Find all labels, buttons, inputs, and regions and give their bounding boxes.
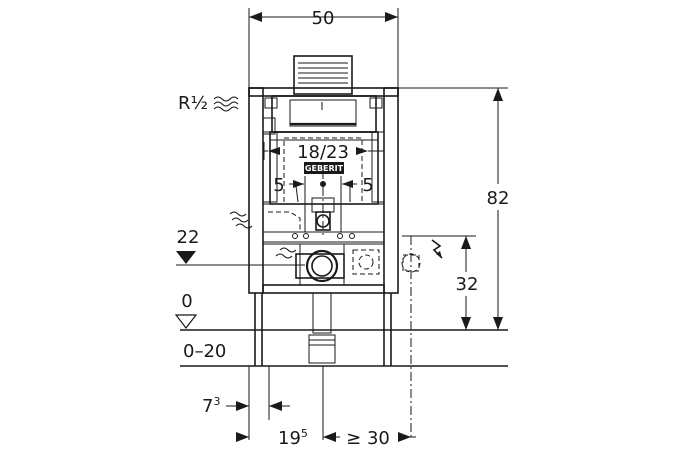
water-connection: R½ (178, 93, 239, 114)
drain-connection (295, 243, 380, 364)
axis-offset-sup: 5 (301, 427, 308, 440)
floor-lines (180, 329, 508, 367)
dim-flush-plate: 18/23 (263, 142, 385, 163)
level-floor-marker: 0 (174, 291, 198, 329)
flush-plate-label: 18/23 (297, 142, 349, 163)
left-offset-label: 5 (273, 175, 284, 196)
dim-axis-offset: 195 (236, 427, 340, 449)
frame-width-label: 50 (312, 8, 335, 29)
axis-offset-base: 19 (278, 428, 301, 449)
right-offset-label: 5 (362, 175, 373, 196)
axis-offset-label: 195 (278, 427, 308, 449)
height-total-label: 82 (487, 188, 510, 209)
floor-range-label: 0–20 (183, 341, 226, 362)
level-drain-marker: 22 (176, 227, 305, 266)
level-drain-label: 22 (177, 227, 200, 248)
inner-piping (229, 197, 385, 259)
leg-offset-label: 73 (202, 395, 220, 417)
floor-level-label: 0 (181, 291, 192, 312)
min-clearance-label: ≥ 30 (346, 428, 390, 449)
dim-height-total: 82 (398, 87, 516, 330)
brand-logo: GEBERIT (305, 164, 344, 173)
drain-height-label: 32 (456, 274, 479, 295)
water-connection-label: R½ (178, 93, 208, 114)
dim-leg-offset: 73 (202, 366, 290, 440)
cistern: GEBERIT (262, 55, 385, 205)
leg-offset-base: 7 (202, 396, 213, 417)
dim-drain-height: 32 (402, 235, 484, 330)
electric-socket (401, 236, 443, 440)
leg-offset-sup: 3 (213, 395, 220, 408)
dim-frame-width: 50 (248, 8, 399, 88)
dim-min-clearance: ≥ 30 (346, 428, 416, 449)
